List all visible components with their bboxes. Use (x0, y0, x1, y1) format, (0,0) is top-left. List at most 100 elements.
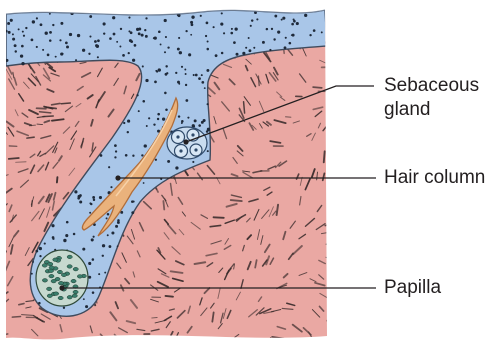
epidermis-cell-dot (39, 255, 41, 257)
epidermis-cell-dot (154, 81, 157, 84)
epidermis-cell-dot (96, 45, 99, 48)
epidermis-cell-dot (66, 46, 69, 49)
papilla-cell (47, 287, 52, 291)
epidermis-cell-dot (52, 236, 55, 239)
epidermis-cell-dot (221, 12, 223, 14)
epidermis-cell-dot (284, 46, 287, 49)
epidermis-cell-dot (144, 29, 146, 31)
dermis-fiber (57, 177, 58, 182)
epidermis-cell-dot (55, 56, 57, 58)
epidermis-cell-dot (108, 245, 111, 248)
epidermis-cell-dot (113, 33, 116, 36)
epidermis-cell-dot (230, 32, 233, 35)
epidermis-cell-dot (204, 87, 206, 89)
epidermis-cell-dot (177, 81, 180, 84)
epidermis-cell-dot (36, 46, 38, 48)
epidermis-cell-dot (157, 118, 159, 120)
papilla-cell (51, 279, 56, 283)
epidermis-cell-dot (104, 272, 106, 274)
epidermis-cell-dot (127, 131, 129, 133)
epidermis-cell-dot (88, 276, 91, 279)
epidermis-cell-dot (35, 250, 38, 253)
epidermis-cell-dot (313, 29, 316, 32)
papilla-cell (67, 255, 72, 259)
epidermis-cell-dot (215, 54, 218, 57)
dermis-fiber (231, 200, 242, 201)
papilla-cell (58, 296, 63, 300)
epidermis-cell-dot (142, 65, 144, 67)
epidermis-cell-dot (120, 28, 122, 30)
epidermis-cell-dot (103, 22, 106, 25)
papilla-cell (53, 258, 58, 262)
epidermis-cell-dot (112, 16, 115, 19)
epidermis-cell-dot (148, 117, 150, 119)
epidermis-cell-dot (102, 244, 105, 247)
papilla-cell (67, 295, 72, 299)
epidermis-cell-dot (142, 100, 145, 103)
epidermis-cell-dot (273, 38, 275, 40)
epidermis-cell-dot (103, 32, 105, 34)
epidermis-cell-dot (234, 27, 237, 30)
epidermis-cell-dot (89, 35, 91, 37)
epidermis-cell-dot (117, 245, 119, 247)
epidermis-cell-dot (107, 234, 109, 236)
epidermis-cell-dot (21, 62, 24, 65)
dermis-fiber (244, 102, 245, 113)
epidermis-cell-dot (47, 54, 50, 57)
epidermis-cell-dot (250, 25, 252, 27)
dermis-fiber (326, 244, 333, 245)
epidermis-cell-dot (213, 26, 215, 28)
epidermis-cell-dot (175, 166, 178, 169)
epidermis-cell-dot (185, 84, 187, 86)
epidermis-cell-dot (49, 39, 52, 42)
epidermis-cell-dot (134, 44, 137, 47)
epidermis-cell-dot (59, 39, 61, 41)
epidermis-cell-dot (181, 122, 183, 124)
epidermis-cell-dot (52, 24, 54, 26)
epidermis-cell-dot (7, 22, 10, 25)
papilla-cell (72, 294, 77, 298)
papilla-cell (57, 270, 62, 274)
epidermis-cell-dot (167, 46, 169, 48)
epidermis-cell-dot (25, 27, 27, 29)
epidermis-cell-dot (77, 197, 80, 200)
epidermis-cell-dot (131, 211, 134, 214)
dermis-fiber (166, 296, 173, 297)
papilla-cell (73, 267, 78, 271)
epidermis-cell-dot (145, 35, 148, 38)
epidermis-cell-dot (110, 186, 112, 188)
epidermis-cell-dot (190, 34, 192, 36)
epidermis-cell-dot (164, 19, 167, 22)
epidermis-cell-dot (242, 52, 245, 55)
epidermis-cell-dot (198, 124, 201, 127)
epidermis-cell-dot (115, 225, 118, 228)
epidermis-cell-dot (65, 42, 68, 45)
epidermis-cell-dot (62, 53, 64, 55)
epidermis-cell-dot (21, 45, 24, 48)
epidermis-cell-dot (256, 18, 258, 20)
epidermis-cell-dot (206, 22, 209, 25)
epidermis-cell-dot (164, 51, 166, 53)
epidermis-cell-dot (106, 217, 108, 219)
epidermis-cell-dot (200, 15, 202, 17)
epidermis-cell-dot (83, 298, 85, 300)
epidermis-cell-dot (221, 52, 224, 55)
sebaceous-gland-label-line1: Sebaceous (384, 74, 479, 98)
epidermis-cell-dot (49, 31, 52, 34)
epidermis-cell-dot (60, 22, 63, 25)
epidermis-cell-dot (77, 34, 80, 37)
epidermis-cell-dot (157, 113, 160, 116)
dermis-fiber (61, 103, 70, 104)
epidermis-cell-dot (32, 261, 34, 263)
epidermis-cell-dot (97, 56, 99, 58)
dermis-fiber (89, 9, 94, 13)
epidermis-cell-dot (281, 19, 283, 21)
epidermis-cell-dot (231, 28, 233, 30)
epidermis-cell-dot (12, 33, 14, 35)
epidermis-cell-dot (271, 28, 273, 30)
epidermis-cell-dot (179, 51, 182, 54)
epidermis-cell-dot (251, 19, 253, 21)
epidermis-cell-dot (97, 39, 100, 42)
dermis-fiber (270, 338, 276, 342)
epidermis-cell-dot (15, 50, 17, 52)
